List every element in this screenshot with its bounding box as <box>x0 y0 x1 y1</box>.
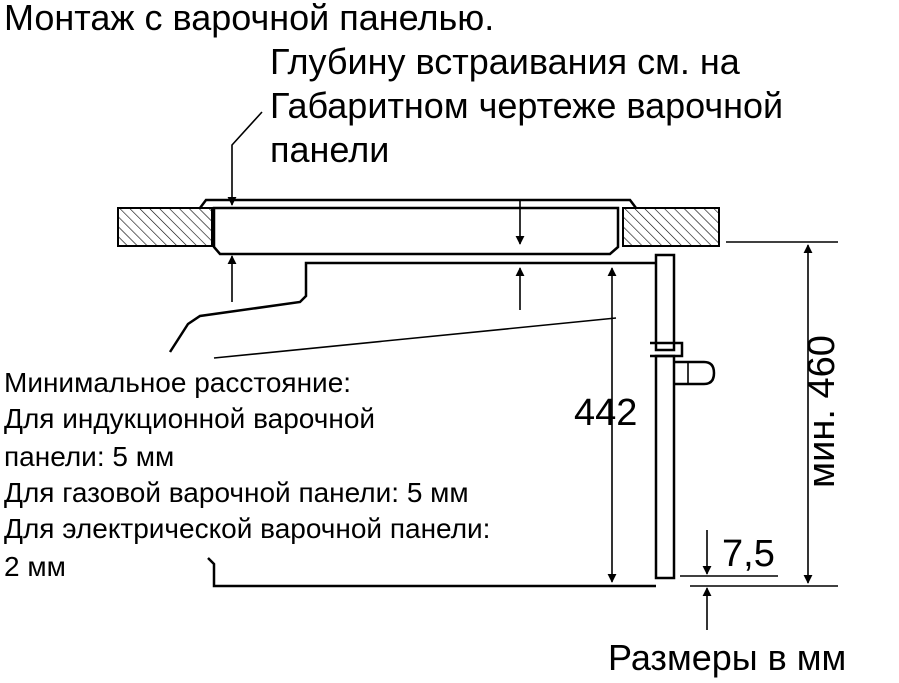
hob-glass-top <box>199 198 637 209</box>
oven-front-upper <box>654 253 676 352</box>
min-distance-line-1: Минимальное расстояние: <box>4 367 351 398</box>
units-note: Размеры в мм <box>608 637 846 678</box>
depth-note-line-3: панели <box>270 129 389 170</box>
min-distance-line-6: 2 мм <box>4 551 66 582</box>
min-distance-line-4: Для газовой варочной панели: 5 мм <box>4 477 469 508</box>
min-distance-line-2: Для индукционной варочной <box>4 403 375 434</box>
oven-top-contour <box>168 261 656 353</box>
worktop-right <box>622 207 720 247</box>
oven-duct-leader <box>213 317 617 359</box>
diagram-title: Монтаж с варочной панелью. <box>4 0 494 38</box>
depth-note-line-1: Глубину встраивания см. на <box>270 41 741 82</box>
worktop-left <box>117 207 213 247</box>
min-distance-line-3: панели: 5 мм <box>4 441 174 472</box>
oven-front-joint <box>650 341 684 358</box>
dimension-460-label: мин. 460 <box>801 335 843 488</box>
dimension-7-5-label: 7,5 <box>722 533 775 575</box>
oven-bottom-contour <box>207 557 656 588</box>
depth-note-leader <box>227 111 263 206</box>
hob-body <box>212 206 620 256</box>
depth-note-line-2: Габаритном чертеже варочной <box>270 85 783 126</box>
min-distance-line-5: Для электрической варочной панели: <box>4 513 490 544</box>
oven-front-lower <box>654 354 676 580</box>
dimension-442-label: 442 <box>574 392 637 434</box>
oven-knob <box>674 360 716 386</box>
